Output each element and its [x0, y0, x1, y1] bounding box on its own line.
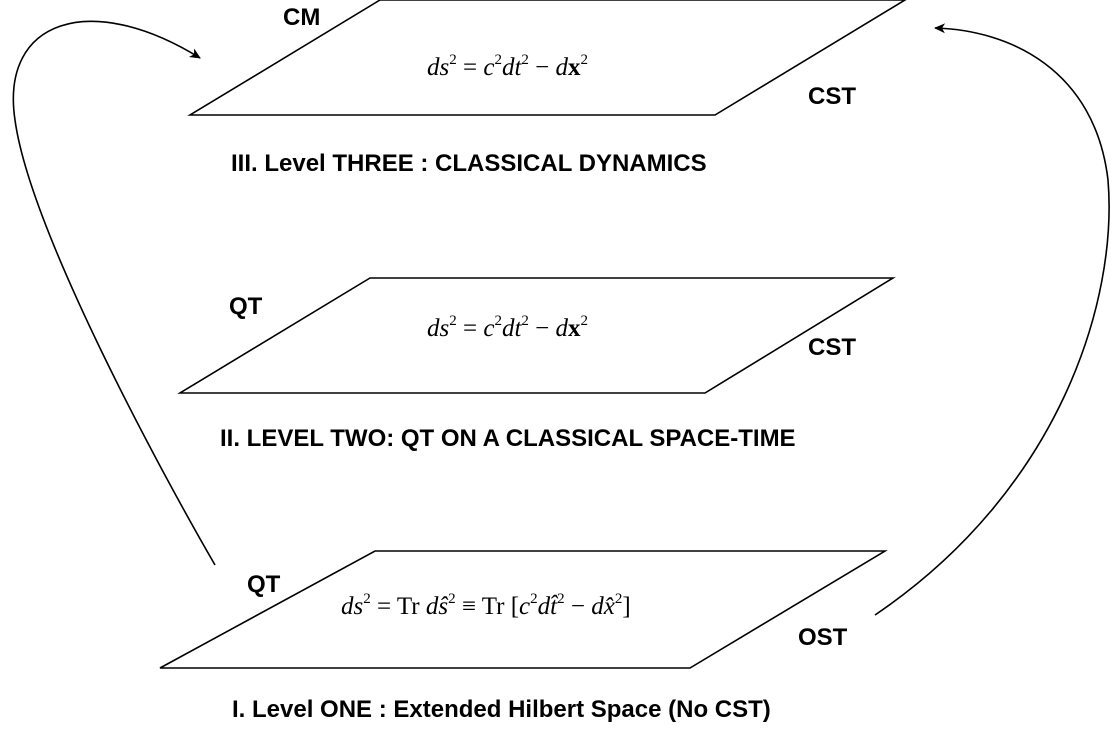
plane-three-left-label: CM — [283, 4, 320, 31]
plane-two-right-label: CST — [808, 334, 856, 361]
plane-level-one — [159, 550, 888, 669]
plane-one-left-label: QT — [247, 571, 281, 598]
caption-level-one: I. Level ONE : Extended Hilbert Space (N… — [232, 696, 771, 723]
caption-level-three: III. Level THREE : CLASSICAL DYNAMICS — [231, 150, 707, 177]
equation-level-three: ds2 = c2dt2 − dx2 — [427, 52, 588, 81]
plane-one-right-label: OST — [798, 624, 848, 651]
arrow-right-to-level-three — [874, 23, 1110, 616]
equation-level-one: ds2 = Tr dŝ2 ≡ Tr [c2dt̂2 − dx̂2] — [341, 591, 631, 620]
plane-level-three — [187, 0, 907, 116]
plane-two-left-label: QT — [229, 293, 263, 320]
equation-level-two: ds2 = c2dt2 − dx2 — [427, 313, 588, 342]
plane-three-right-label: CST — [808, 83, 856, 110]
arrow-left-to-level-three — [12, 20, 216, 566]
caption-level-two: II. LEVEL TWO: QT ON A CLASSICAL SPACE-T… — [220, 425, 796, 452]
plane-level-two — [177, 277, 896, 394]
